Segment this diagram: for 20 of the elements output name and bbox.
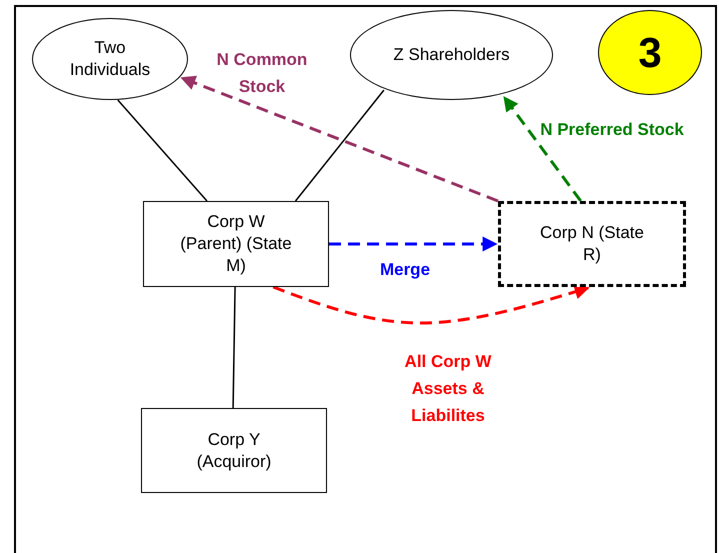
edge-label: N Preferred Stock: [539, 119, 685, 141]
connector-line: [117, 100, 208, 202]
entity-box: [143, 201, 329, 287]
entity-box: [141, 408, 327, 493]
step-number: 3: [638, 28, 662, 76]
node-label: Corp Y (Acquiror): [196, 428, 272, 472]
node-label: Corp N (State R): [539, 222, 645, 266]
edge-label: Merge: [378, 259, 432, 281]
arrow: [503, 96, 582, 202]
connector-line: [294, 90, 384, 202]
arrow: [272, 284, 590, 324]
edge-label: All Corp W Assets & Liabilites: [404, 351, 492, 427]
node-label: Two Individuals: [68, 37, 152, 81]
arrow: [329, 236, 498, 252]
arrow: [180, 76, 499, 202]
entity-box: [498, 201, 686, 287]
node-label: Z Shareholders: [393, 44, 510, 66]
connector-line: [232, 286, 236, 408]
node-label: Corp W (Parent) (State M): [179, 211, 293, 277]
edge-label: N Common Stock: [216, 49, 308, 98]
